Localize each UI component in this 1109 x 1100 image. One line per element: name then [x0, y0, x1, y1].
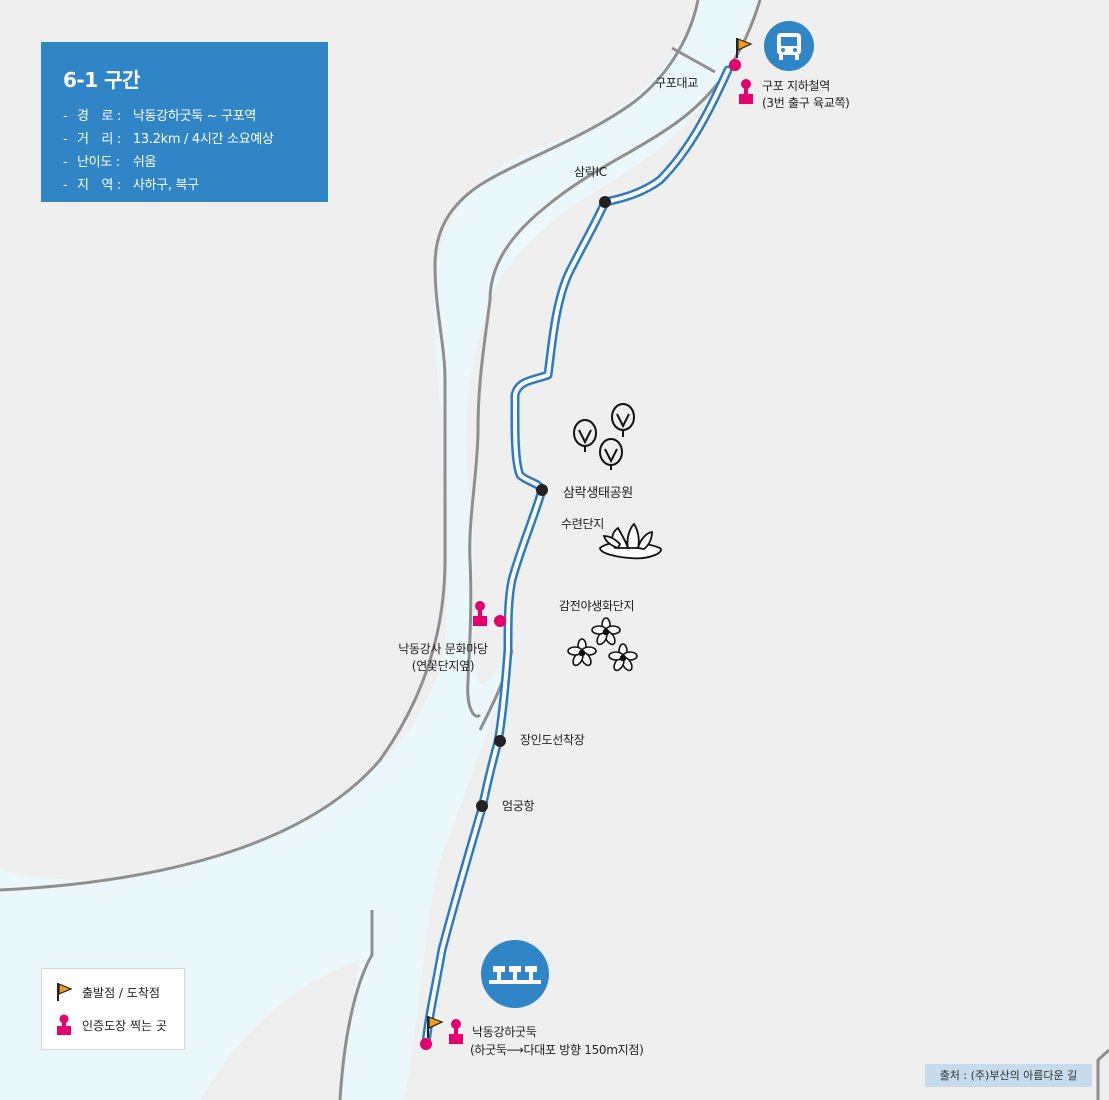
- route-info-box: 6-1 구간 -경 로 : 낙동강하굿둑 ~ 구포역 -거 리 : 13.2km…: [41, 42, 328, 202]
- info-dash: -: [63, 155, 68, 170]
- riverbank-road-east-lower: [1096, 1048, 1109, 1100]
- label-lotus-complex: 수련단지: [561, 517, 604, 531]
- barrage-icon: [481, 940, 549, 1008]
- legend-label: 인증도장 찍는 곳: [82, 1018, 167, 1033]
- info-value: 사하구, 북구: [132, 178, 199, 193]
- section-title: 6-1 구간: [63, 68, 140, 92]
- riverbank-road-south: [338, 910, 374, 1100]
- info-value: 쉬움: [132, 155, 157, 170]
- stamp-icon: [57, 1014, 71, 1035]
- samrak-ic-dot: [599, 196, 611, 208]
- source-credit: 출처 : (주)부산의 아름다운 길: [925, 1064, 1092, 1087]
- bus-icon: [764, 21, 814, 71]
- info-value: 낙동강하굿둑 ~ 구포역: [132, 109, 257, 124]
- label-estuary-bank-note: (하굿둑⟶다대포 방향 150m지점): [470, 1043, 644, 1057]
- riverbank-road-west: [0, 0, 700, 892]
- label-gupo-station-exit: (3번 출구 육교쪽): [762, 96, 850, 110]
- label-samrak-park: 삼락생태공원: [563, 486, 633, 501]
- label-gupo-station: 구포 지하철역: [762, 79, 830, 93]
- jangindo-dock-dot: [494, 735, 506, 747]
- flower-icon: [567, 617, 638, 672]
- info-value: 13.2km / 4시간 소요예상: [132, 132, 274, 147]
- label-gupo-bridge: 구포대교: [655, 76, 698, 90]
- eomgung-port-dot: [476, 800, 488, 812]
- legend-label: 출발점 / 도착점: [82, 985, 160, 1000]
- label-eomgung-port: 엄궁항: [502, 799, 535, 813]
- culture-yard-dot: [494, 615, 506, 627]
- riverbank-road-east: [466, 0, 762, 718]
- legend-item-stamp: 인증도장 찍는 곳: [56, 1014, 167, 1036]
- info-dash: -: [63, 109, 68, 124]
- stamp-icon: [739, 79, 753, 104]
- tree-icon: [573, 403, 635, 470]
- legend-item-start-end: 출발점 / 도착점: [56, 981, 160, 1003]
- map-legend: 출발점 / 도착점 인증도장 찍는 곳: [41, 968, 185, 1050]
- flag-icon: [427, 1016, 444, 1038]
- info-dash: -: [63, 132, 68, 147]
- info-row-distance: -거 리 : 13.2km / 4시간 소요예상: [63, 128, 328, 151]
- info-dash: -: [63, 178, 68, 193]
- info-key: 난이도 :: [77, 155, 120, 170]
- info-key: 지 역 :: [77, 178, 121, 193]
- label-samrak-ic: 삼락IC: [574, 165, 607, 179]
- stamp-icon: [449, 1019, 463, 1044]
- flag-icon: [57, 983, 72, 1001]
- gupo-endpoint-dot: [729, 59, 741, 71]
- lotus-icon: [599, 522, 662, 560]
- gupo-bridge: [671, 46, 716, 74]
- info-key: 거 리 :: [77, 132, 121, 147]
- info-row-route: -경 로 : 낙동강하굿둑 ~ 구포역: [63, 105, 328, 128]
- label-wildflower-complex: 감전야생화단지: [559, 599, 635, 613]
- flag-icon: [736, 38, 753, 58]
- info-key: 경 로 :: [77, 109, 121, 124]
- label-estuary-bank: 낙동강하굿둑: [472, 1025, 537, 1039]
- label-culture-yard: 낙동강사 문화마당: [398, 642, 488, 656]
- label-culture-yard-note: (연꽃단지옆): [411, 659, 475, 673]
- samrak-park-dot: [536, 484, 548, 496]
- label-jangindo-dock: 장인도선착장: [520, 733, 585, 747]
- estuary-endpoint-dot: [420, 1038, 432, 1050]
- info-row-difficulty: -난이도 : 쉬움: [63, 151, 328, 174]
- info-row-region: -지 역 : 사하구, 북구: [63, 174, 328, 197]
- stamp-icon: [473, 601, 487, 626]
